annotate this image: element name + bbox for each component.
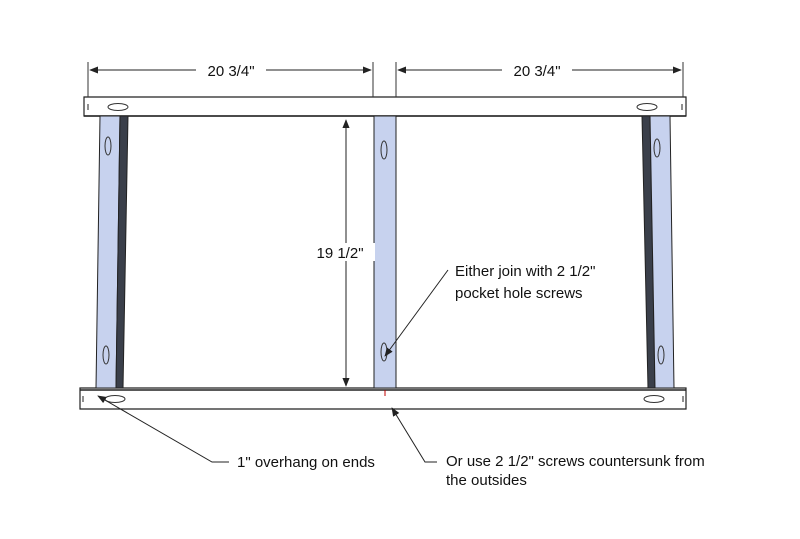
width-label-left: 20 3/4" [207,63,254,80]
callout-countersunk: Or use 2 1/2" screws countersunk from th… [391,407,705,489]
callout-pocket-line2: pocket hole screws [455,285,583,302]
width-dimension-right: 20 3/4" [395,62,684,97]
height-label: 19 1/2" [316,245,363,262]
screw-marks [82,104,684,402]
callout-pocket-line1: Either join with 2 1/2" [455,263,595,280]
left-leg [95,115,129,389]
width-label-right: 20 3/4" [513,63,560,80]
width-dimension-left: 20 3/4" [87,62,374,97]
callout-countersunk-line2: the outsides [446,472,527,489]
callout-overhang: 1" overhang on ends [97,395,375,471]
bottom-rail [79,387,687,410]
callout-countersunk-line1: Or use 2 1/2" screws countersunk from [446,453,705,470]
top-rail [83,96,687,117]
middle-leg [373,115,397,389]
height-dimension: 19 1/2" [305,119,375,387]
callout-overhang-text: 1" overhang on ends [237,454,375,471]
callout-pocket-hole: Either join with 2 1/2" pocket hole scre… [384,263,595,357]
right-leg [641,115,675,389]
